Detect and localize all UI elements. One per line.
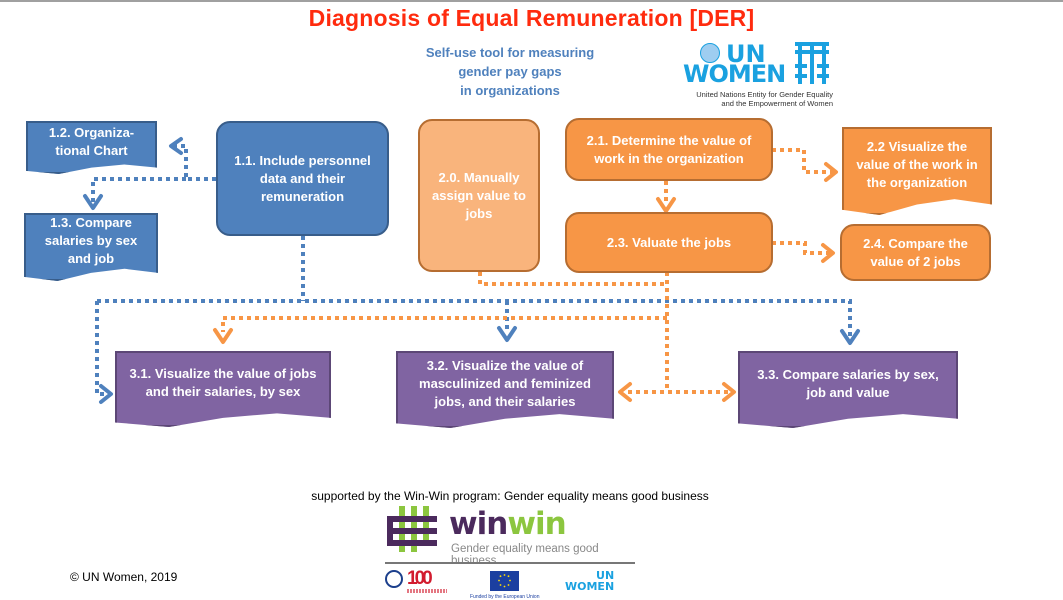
arrowhead-3.2-left (618, 382, 632, 402)
winwin-tagline: Gender equality means good business (451, 543, 599, 567)
edge-2.3-2.4 (772, 241, 832, 255)
eu-caption: Funded by the European Union (470, 594, 540, 600)
un-globe-icon (700, 43, 720, 63)
arrowhead-3.3 (840, 329, 860, 345)
node-1.2[interactable]: 1.2. Organiza-tional Chart (26, 121, 157, 174)
subtitle: Self-use tool for measuring gender pay g… (400, 43, 620, 100)
logo-caption: United Nations Entity for Gender Equalit… (683, 90, 833, 108)
node-label: 2.0. Manually assign value to jobs (432, 169, 526, 221)
arrowhead-3.2 (497, 326, 517, 342)
winwin-logo-block: winwin Gender equality means good busine… (385, 506, 635, 600)
node-1.1[interactable]: 1.1. Include personnel data and their re… (216, 121, 389, 236)
node-label: 3.3. Compare salaries by sex, job and va… (757, 366, 939, 400)
node-2.1[interactable]: 2.1. Determine the value of work in the … (565, 118, 773, 181)
edge-bus-3.1 (95, 301, 110, 396)
node-label: 3.1. Visualize the value of jobs and the… (129, 366, 317, 399)
logo-un-text: UN (726, 40, 766, 68)
un-women-emblem-icon (795, 42, 829, 84)
logo-caption-line: United Nations Entity for Gender Equalit… (696, 90, 833, 99)
arrowhead-3.3-right (722, 382, 736, 402)
arrowhead-1.3 (83, 194, 103, 210)
node-3.2[interactable]: 3.2. Visualize the value of masculinized… (396, 351, 614, 428)
node-label: 1.2. Organiza-tional Chart (48, 124, 135, 158)
winwin-word-part2: win (507, 506, 566, 542)
eu-flag-icon (490, 571, 519, 591)
node-label: 3.2. Visualize the value of masculinized… (419, 357, 591, 409)
logo-women-text: WOMEN (683, 60, 786, 88)
edge-1.1-1.3 (91, 177, 186, 203)
top-border (0, 0, 1063, 2)
node-label: 1.3. Compare salaries by sex and job (44, 215, 138, 266)
eu-stars-icon (498, 574, 511, 588)
winwin-emblem-icon (387, 506, 437, 552)
node-label: 2.2 Visualize the value of the work in t… (856, 139, 978, 190)
arrowhead-3.1-orange (213, 328, 233, 344)
ilo-logo-icon (385, 570, 403, 588)
subtitle-line: gender pay gaps (458, 64, 562, 79)
orange-bus (221, 316, 667, 332)
un-women-small-logo: UN WOMEN (565, 570, 614, 592)
edge-2.0-bus (478, 272, 667, 286)
node-label: 2.4. Compare the value of 2 jobs (863, 235, 968, 269)
arrowhead-2.2 (824, 162, 838, 182)
node-label: 1.1. Include personnel data and their re… (234, 152, 371, 204)
logo-caption-line: and the Empowerment of Women (721, 99, 833, 108)
ilo-100-text: 100 (407, 568, 433, 589)
arrowhead-1.2 (169, 137, 183, 155)
subtitle-line: Self-use tool for measuring (425, 45, 595, 60)
edge-2.1-2.2 (772, 148, 835, 174)
un-women-small-line: WOMEN (565, 580, 615, 593)
arrowhead-2.4 (821, 243, 835, 263)
node-2.0[interactable]: 2.0. Manually assign value to jobs (418, 119, 540, 272)
un-women-small-line: UN (596, 569, 615, 582)
node-2.3[interactable]: 2.3. Valuate the jobs (565, 212, 773, 273)
support-text: supported by the Win-Win program: Gender… (311, 489, 709, 503)
node-label: 2.3. Valuate the jobs (606, 234, 732, 250)
page-title: Diagnosis of Equal Remuneration [DER] (308, 5, 755, 31)
ilo-subtext (407, 589, 447, 593)
blue-bus (97, 299, 852, 338)
node-1.3[interactable]: 1.3. Compare salaries by sex and job (24, 213, 158, 281)
node-2.4[interactable]: 2.4. Compare the value of 2 jobs (840, 224, 991, 281)
subtitle-line: in organizations (460, 83, 560, 98)
winwin-wordmark: winwin (449, 506, 567, 542)
winwin-word-part1: win (449, 506, 508, 542)
arrowhead-3.1-blue (99, 384, 113, 404)
node-label: 2.1. Determine the value of work in the … (586, 132, 752, 166)
arrowhead-2.3 (656, 197, 676, 213)
copyright: © UN Women, 2019 (70, 570, 178, 584)
divider (385, 562, 635, 564)
node-3.1[interactable]: 3.1. Visualize the value of jobs and the… (115, 351, 331, 427)
